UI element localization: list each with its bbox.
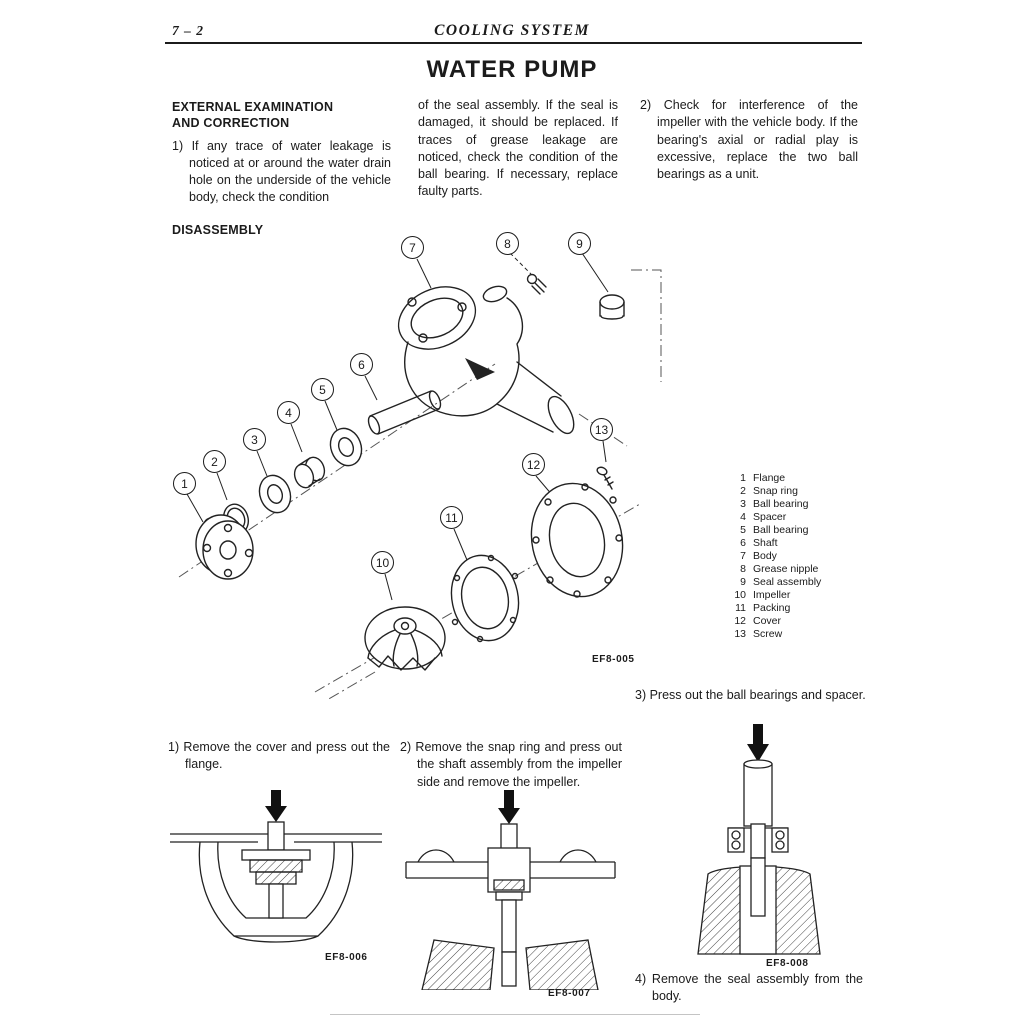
callout-2: 2 <box>203 450 226 473</box>
press-arrow-icon <box>747 724 769 762</box>
ball-bearing-part-5 <box>329 427 363 467</box>
figure-label-ef8-005: EF8-005 <box>592 654 635 665</box>
section-heading-line2: AND CORRECTION <box>172 116 290 131</box>
step-3: 3) Press out the ball bearings and space… <box>635 688 866 702</box>
step-2: 2) Remove the snap ring and press out th… <box>400 740 622 789</box>
packing-part <box>450 554 520 643</box>
figure-ef8-008 <box>680 724 840 956</box>
shaft-part <box>367 390 442 435</box>
callout-8: 8 <box>496 232 519 255</box>
ball-bearing-part-3 <box>258 474 292 514</box>
column-3: 2) Check for interference of the impelle… <box>640 97 858 183</box>
disassembly-heading: DISASSEMBLY <box>172 223 264 237</box>
exploded-diagram: 1 2 3 4 5 6 7 8 9 10 11 12 13 <box>165 232 675 702</box>
figure-label-ef8-007: EF8-007 <box>548 988 591 999</box>
flange-part <box>195 514 254 580</box>
callout-10: 10 <box>371 551 394 574</box>
callout-4: 4 <box>277 401 300 424</box>
exploded-diagram-art <box>178 252 662 701</box>
callout-3: 3 <box>243 428 266 451</box>
page-bottom-edge <box>330 1014 700 1015</box>
seal-assembly-part <box>599 294 625 320</box>
callout-9: 9 <box>568 232 591 255</box>
paragraph-external-3: 2) Check for interference of the impelle… <box>640 98 858 181</box>
callout-12: 12 <box>522 453 545 476</box>
press-arrow-icon <box>265 790 287 822</box>
figure-label-ef8-006: EF8-006 <box>325 952 368 963</box>
callout-5: 5 <box>311 378 334 401</box>
callout-11: 11 <box>440 506 463 529</box>
callout-1: 1 <box>173 472 196 495</box>
screw-part <box>596 466 614 490</box>
callout-7: 7 <box>401 236 424 259</box>
column-1: EXTERNAL EXAMINATION AND CORRECTION 1) I… <box>172 99 391 207</box>
page-title: WATER PUMP <box>426 56 598 83</box>
press-arrow-icon <box>498 790 520 824</box>
column-2: of the seal assembly. If the seal is dam… <box>418 97 618 201</box>
spacer-part <box>293 456 326 489</box>
figure-ef8-006 <box>170 788 382 950</box>
figure-label-ef8-008: EF8-008 <box>766 958 809 969</box>
paragraph-external-2: of the seal assembly. If the seal is dam… <box>418 98 618 199</box>
figure-ef8-007 <box>398 790 623 990</box>
grease-nipple-part <box>526 273 547 295</box>
chapter-title: COOLING SYSTEM <box>434 22 590 39</box>
body-part <box>397 285 575 435</box>
header-rule <box>165 42 862 44</box>
page-number: 7 – 2 <box>172 23 204 38</box>
callout-13: 13 <box>590 418 613 441</box>
section-heading-line1: EXTERNAL EXAMINATION <box>172 100 334 114</box>
impeller-part <box>364 606 446 671</box>
callout-6: 6 <box>350 353 373 376</box>
step-4: 4) Remove the seal assembly from the bod… <box>635 972 863 1004</box>
paragraph-external-1: 1) If any trace of water leakage is noti… <box>172 138 391 205</box>
step-1: 1) Remove the cover and press out the fl… <box>168 740 390 772</box>
cover-part <box>530 482 624 598</box>
